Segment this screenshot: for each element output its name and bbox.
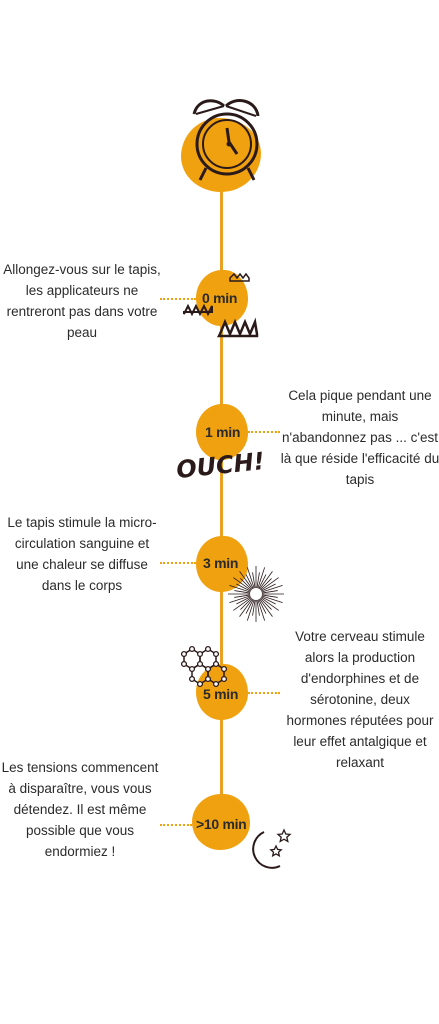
step-time-2: 3 min <box>203 555 239 571</box>
burst-icon <box>228 566 284 622</box>
step-time-3: 5 min <box>203 686 239 702</box>
spikes-icon <box>183 272 259 338</box>
alarm-clock-icon <box>192 99 260 181</box>
step-blob-4 <box>192 794 250 850</box>
step-blob-3 <box>196 664 248 720</box>
step-time-4: >10 min <box>196 816 247 832</box>
step-text-3: Votre cerveau stimule alors la productio… <box>286 629 434 770</box>
moon-stars-icon <box>252 828 292 869</box>
step-blob-0 <box>196 270 248 326</box>
step-time-1: 1 min <box>205 424 241 440</box>
connector-0 <box>160 298 196 300</box>
step-blob-1 <box>196 404 248 460</box>
step-blob-2 <box>196 536 248 592</box>
connector-2 <box>160 562 196 564</box>
timeline-line <box>220 178 223 838</box>
step-text-2: Le tapis stimule la micro-circulation sa… <box>7 515 157 593</box>
step-text-0: Allongez-vous sur le tapis, les applicat… <box>3 262 161 340</box>
connector-4 <box>160 824 192 826</box>
connector-3 <box>248 692 280 694</box>
ouch-text: OUCH! <box>175 447 266 484</box>
molecule-icon <box>180 645 228 688</box>
step-text-4: Les tensions commencent à disparaître, v… <box>1 760 159 859</box>
ouch-icon: OUCH! <box>175 447 266 484</box>
connector-1 <box>248 431 280 433</box>
step-text-1: Cela pique pendant une minute, mais n'ab… <box>280 388 439 487</box>
step-time-0: 0 min <box>202 290 238 306</box>
